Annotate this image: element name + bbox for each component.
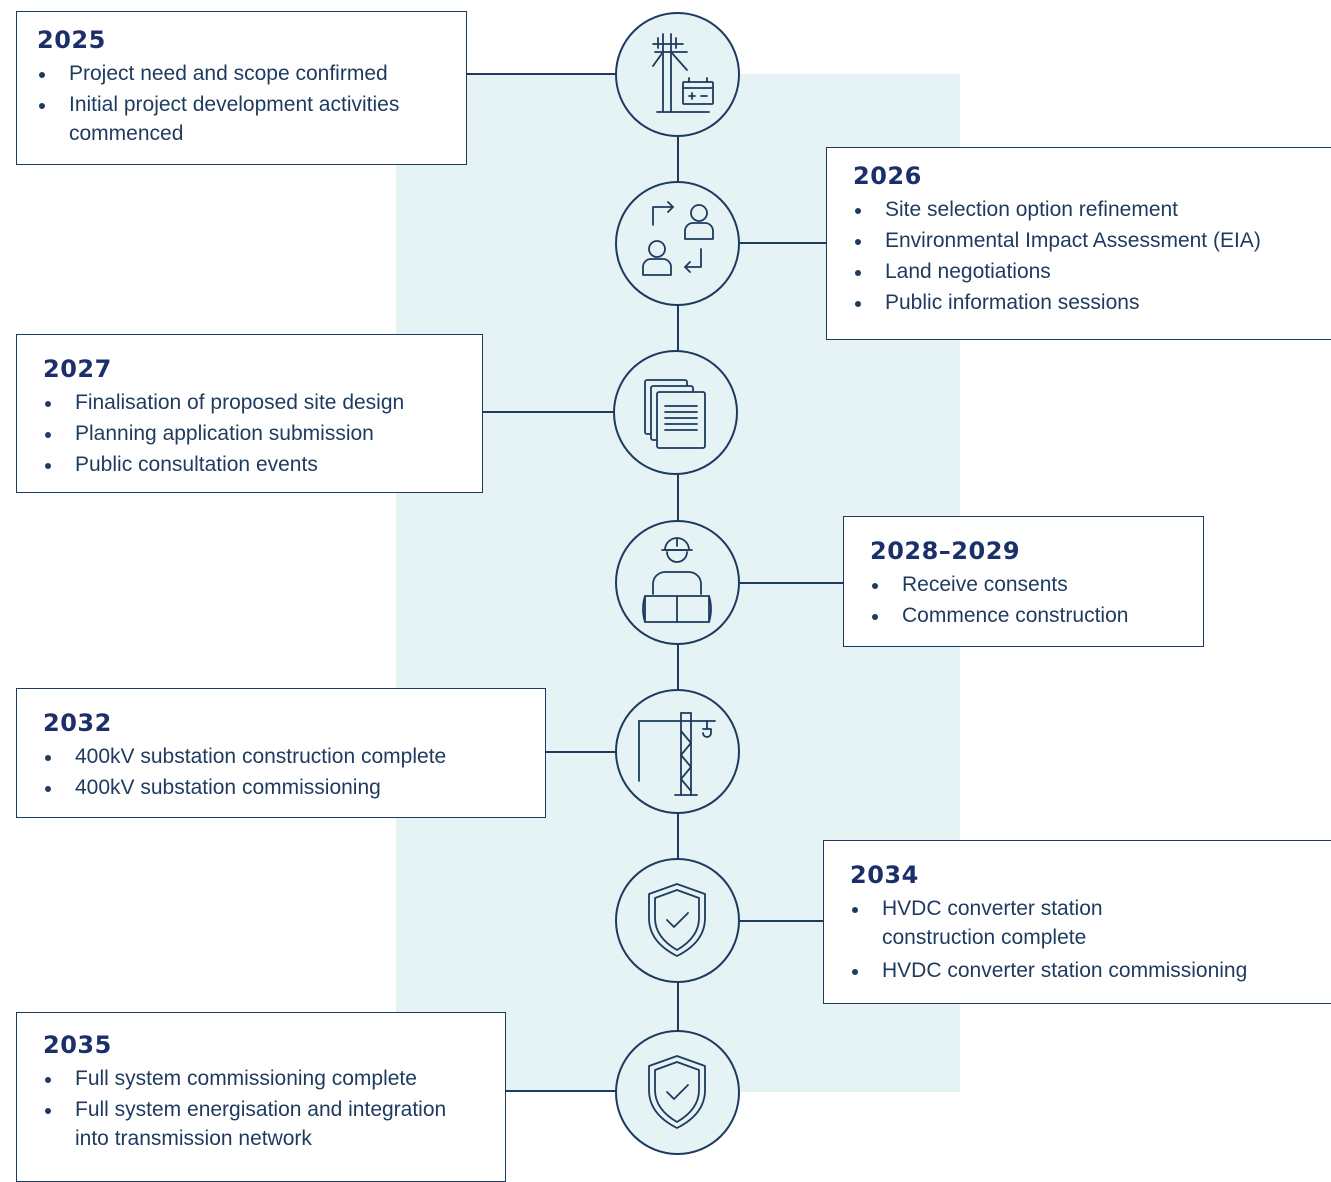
documents-icon bbox=[644, 379, 706, 449]
milestone-item: Public information sessions bbox=[853, 288, 1325, 317]
milestone-card-2034: 2034 HVDC converter station construction… bbox=[823, 840, 1331, 1004]
connector-2034 bbox=[740, 920, 824, 922]
milestone-list: Site selection option refinement Environ… bbox=[853, 195, 1325, 317]
milestone-year: 2032 bbox=[43, 709, 112, 737]
connector-2028-2029 bbox=[740, 582, 845, 584]
milestone-item: Receive consents bbox=[870, 570, 1183, 599]
milestone-card-2025: 2025 Project need and scope confirmed In… bbox=[16, 11, 467, 165]
pylon-battery-icon bbox=[652, 33, 714, 113]
milestone-node-2035 bbox=[615, 1030, 740, 1155]
milestone-year: 2026 bbox=[853, 162, 922, 190]
milestone-item: Public consultation events bbox=[43, 450, 462, 479]
milestone-list: Finalisation of proposed site design Pla… bbox=[43, 388, 462, 479]
milestone-item: 400kV substation commissioning bbox=[43, 773, 525, 802]
milestone-card-2026: 2026 Site selection option refinement En… bbox=[826, 147, 1331, 340]
connector-2026 bbox=[740, 242, 828, 244]
milestone-item: Full system commissioning complete bbox=[43, 1064, 485, 1093]
milestone-year: 2035 bbox=[43, 1031, 112, 1059]
milestone-list: 400kV substation construction complete 4… bbox=[43, 742, 525, 802]
milestone-card-2035: 2035 Full system commissioning complete … bbox=[16, 1012, 506, 1182]
shield-check-icon bbox=[648, 883, 706, 957]
milestone-item: HVDC converter station commissioning bbox=[850, 956, 1325, 985]
milestone-card-2028-2029: 2028–2029 Receive consents Commence cons… bbox=[843, 516, 1204, 647]
milestone-item: Planning application submission bbox=[43, 419, 462, 448]
milestone-year: 2034 bbox=[850, 861, 919, 889]
milestone-list: Full system commissioning complete Full … bbox=[43, 1064, 485, 1153]
connector-2027 bbox=[482, 411, 614, 413]
people-exchange-icon bbox=[642, 201, 714, 276]
engineer-plans-icon bbox=[642, 537, 712, 623]
milestone-item: HVDC converter station construction comp… bbox=[850, 894, 1150, 952]
milestone-item: Commence construction bbox=[870, 601, 1183, 630]
milestone-item: Full system energisation and integration… bbox=[43, 1095, 485, 1153]
milestone-list: Receive consents Commence construction bbox=[870, 570, 1183, 630]
milestone-node-2025 bbox=[615, 12, 740, 137]
milestone-item: Site selection option refinement bbox=[853, 195, 1325, 224]
connector-2025 bbox=[466, 73, 616, 75]
milestone-item: Environmental Impact Assessment (EIA) bbox=[853, 226, 1325, 255]
milestone-node-2034 bbox=[615, 858, 740, 983]
milestone-item: Initial project development activities c… bbox=[37, 90, 446, 148]
milestone-item: Project need and scope confirmed bbox=[37, 59, 446, 88]
milestone-item: Finalisation of proposed site design bbox=[43, 388, 462, 417]
milestone-item: Land negotiations bbox=[853, 257, 1325, 286]
milestone-card-2032: 2032 400kV substation construction compl… bbox=[16, 688, 546, 818]
milestone-list: HVDC converter station construction comp… bbox=[850, 894, 1150, 952]
milestone-year: 2028–2029 bbox=[870, 537, 1021, 565]
milestone-node-2028-2029 bbox=[615, 520, 740, 645]
milestone-year: 2027 bbox=[43, 355, 112, 383]
milestone-card-2027: 2027 Finalisation of proposed site desig… bbox=[16, 334, 483, 493]
milestone-item: 400kV substation construction complete bbox=[43, 742, 525, 771]
milestone-list: HVDC converter station commissioning bbox=[850, 956, 1325, 985]
connector-2035 bbox=[505, 1090, 616, 1092]
milestone-node-2032 bbox=[615, 689, 740, 814]
milestone-list: Project need and scope confirmed Initial… bbox=[37, 59, 446, 148]
crane-icon bbox=[638, 712, 716, 796]
milestone-year: 2025 bbox=[37, 26, 106, 54]
milestone-node-2026 bbox=[615, 181, 740, 306]
shield-check-icon bbox=[648, 1055, 706, 1129]
milestone-node-2027 bbox=[613, 350, 738, 475]
connector-2032 bbox=[545, 751, 616, 753]
